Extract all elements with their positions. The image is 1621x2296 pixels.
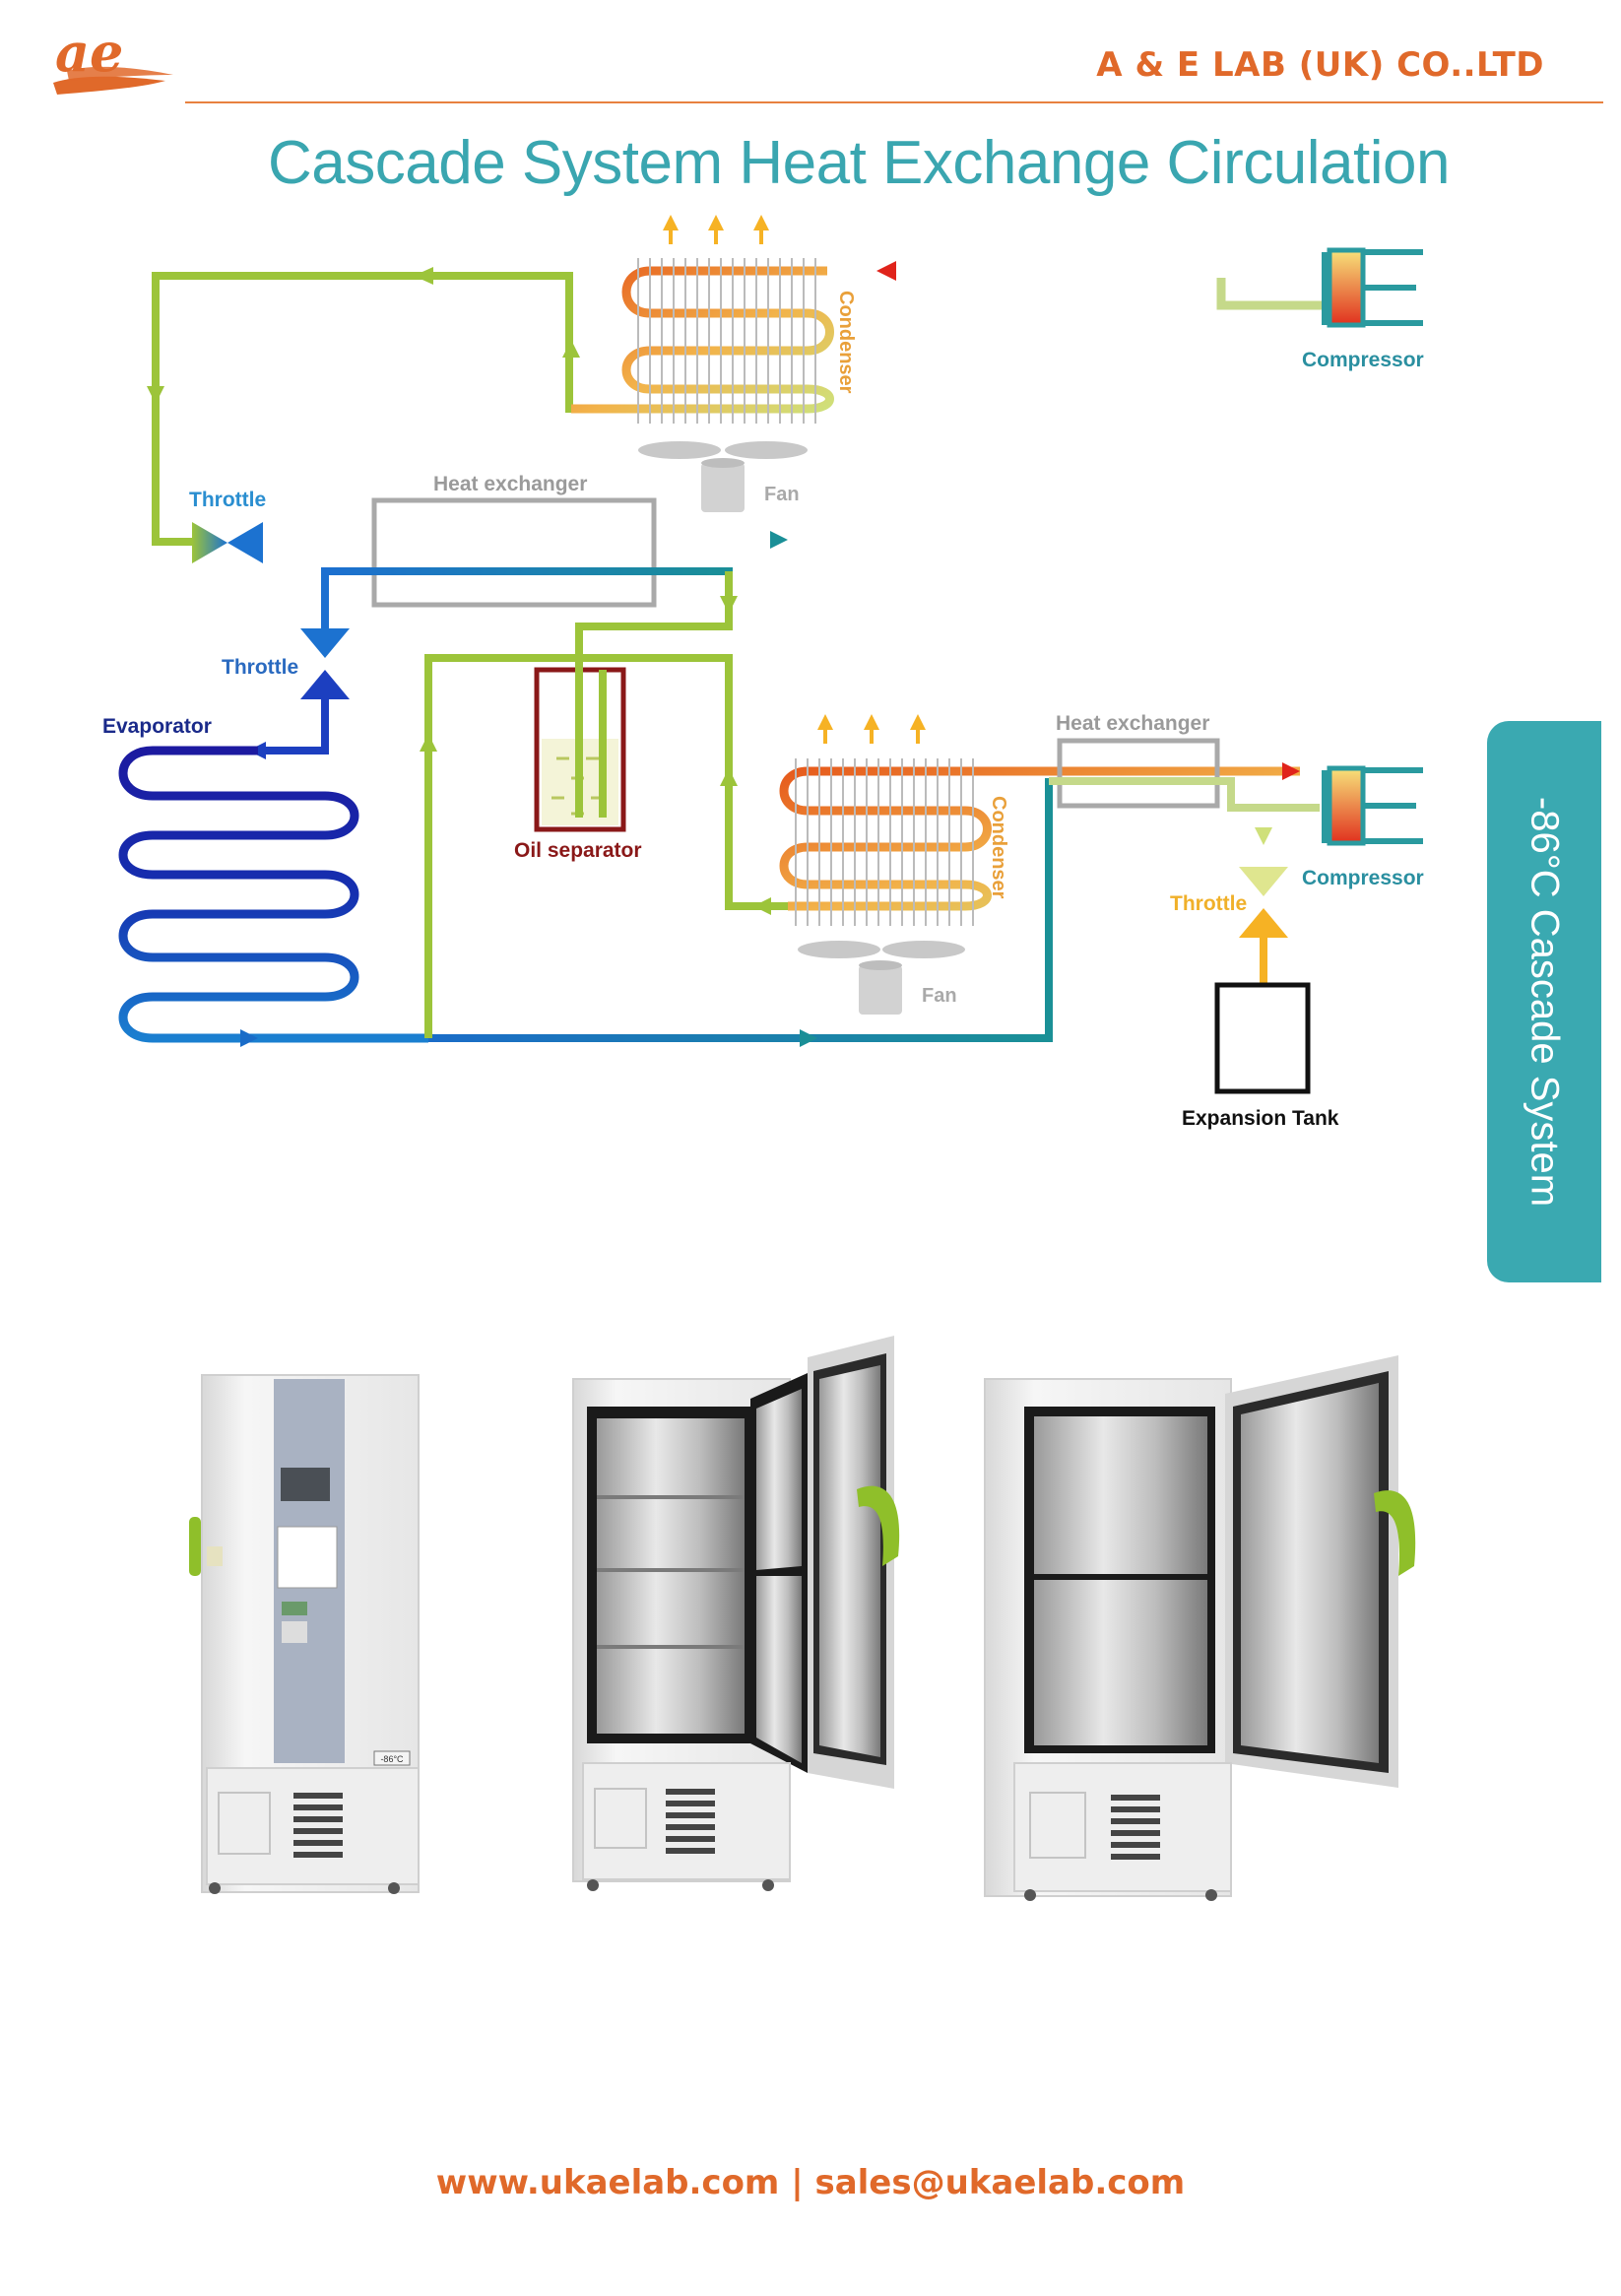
evaporator-coil <box>118 746 428 1047</box>
page-title: Cascade System Heat Exchange Circulation <box>268 129 1450 197</box>
compressor-bottom-label: Compressor <box>1302 867 1424 889</box>
company-logo: ae <box>53 26 173 95</box>
fan-bottom-label: Fan <box>922 985 957 1007</box>
side-tab <box>1487 721 1601 1282</box>
top-throttle-icon <box>192 522 263 563</box>
company-name: A & E LAB (UK) CO..LTD <box>1096 45 1544 85</box>
expansion-tank-icon <box>1214 982 1311 1094</box>
freezer-closed-photo: -86°C <box>189 1374 420 1894</box>
bottom-throttle-icon <box>1239 867 1288 938</box>
oil-separator-label: Oil separator <box>514 839 642 862</box>
freezer-photos: -86°C <box>189 1336 1416 1901</box>
footer-contact[interactable]: www.ukaelab.com | sales@ukaelab.com <box>435 2163 1186 2202</box>
middle-throttle-icon <box>300 628 350 699</box>
fan-top-label: Fan <box>764 484 800 505</box>
side-tab-label: -86°C Cascade System <box>1523 796 1567 1208</box>
throttle-top-label: Throttle <box>189 489 266 511</box>
freezer-open-inner-doors-photo <box>984 1355 1416 1901</box>
condenser-top-label: Condenser <box>835 291 857 394</box>
freezer-open-shelves-photo <box>572 1336 900 1891</box>
top-fan-icon <box>638 441 808 512</box>
oil-separator-icon <box>534 571 733 832</box>
heat-exchanger-bottom-label: Heat exchanger <box>1056 712 1209 735</box>
header-divider <box>185 101 1603 103</box>
logo-text: ae <box>55 26 123 84</box>
bottom-fan-icon <box>798 941 965 1015</box>
throttle-bottom-label: Throttle <box>1170 892 1247 915</box>
condenser-bottom-label: Condenser <box>988 796 1009 899</box>
top-condenser-coil <box>571 215 834 424</box>
compressor-top-label: Compressor <box>1302 349 1424 371</box>
expansion-tank-label: Expansion Tank <box>1182 1107 1339 1130</box>
throttle-mid-label: Throttle <box>222 656 298 679</box>
bottom-heat-exchanger <box>1057 738 1220 809</box>
top-heat-exchanger <box>371 497 657 608</box>
bottom-condenser-coil <box>779 714 1300 926</box>
cascade-diagram: Condenser Fan Compressor Heat exchanger … <box>102 215 1424 1130</box>
evaporator-label: Evaporator <box>102 715 212 738</box>
heat-exchanger-top-label: Heat exchanger <box>433 473 587 495</box>
bottom-compressor-icon <box>1322 765 1423 846</box>
top-compressor-icon <box>1322 247 1423 328</box>
freezer-display-value: -86°C <box>380 1754 404 1764</box>
